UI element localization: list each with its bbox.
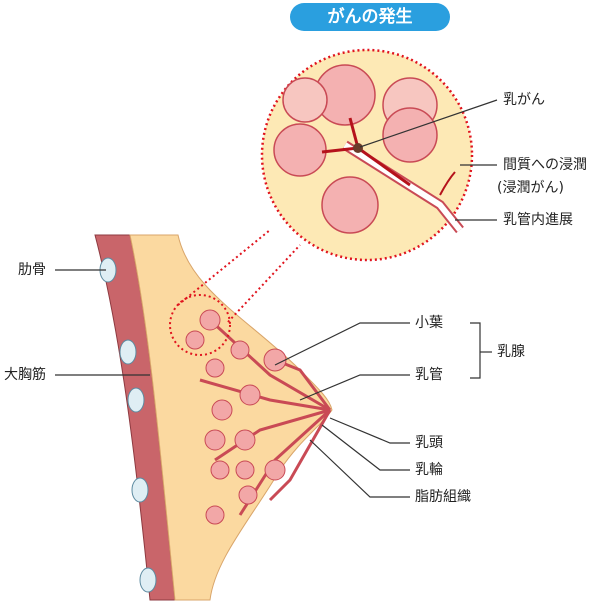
inset-duct-lumen	[343, 142, 463, 232]
label-areola: 乳輪	[415, 462, 443, 478]
focus-circle	[169, 294, 231, 356]
label-pectoralis: 大胸筋	[4, 367, 46, 383]
label-cancer: 乳がん	[503, 92, 545, 108]
inset-lobules	[273, 64, 438, 234]
lobules	[185, 309, 287, 525]
label-rib: 肋骨	[18, 262, 46, 278]
zoom-connector-line	[227, 244, 301, 323]
label-lobule: 小葉	[415, 315, 443, 331]
title-badge: がんの発生	[290, 3, 450, 31]
spread-arrows	[321, 117, 456, 196]
label-invasion: 間質への浸潤	[503, 157, 587, 173]
ribs	[99, 257, 157, 593]
label-duct: 乳管	[415, 367, 443, 383]
label-intraductal-spread: 乳管内進展	[503, 212, 573, 228]
label-invasive-cancer: (浸潤がん)	[497, 180, 564, 196]
cancer-cell	[353, 143, 363, 153]
leader-lines	[55, 99, 498, 498]
label-mammary-gland: 乳腺	[497, 344, 525, 360]
label-nipple: 乳頭	[415, 435, 443, 451]
label-fat: 脂肪組織	[415, 489, 471, 505]
